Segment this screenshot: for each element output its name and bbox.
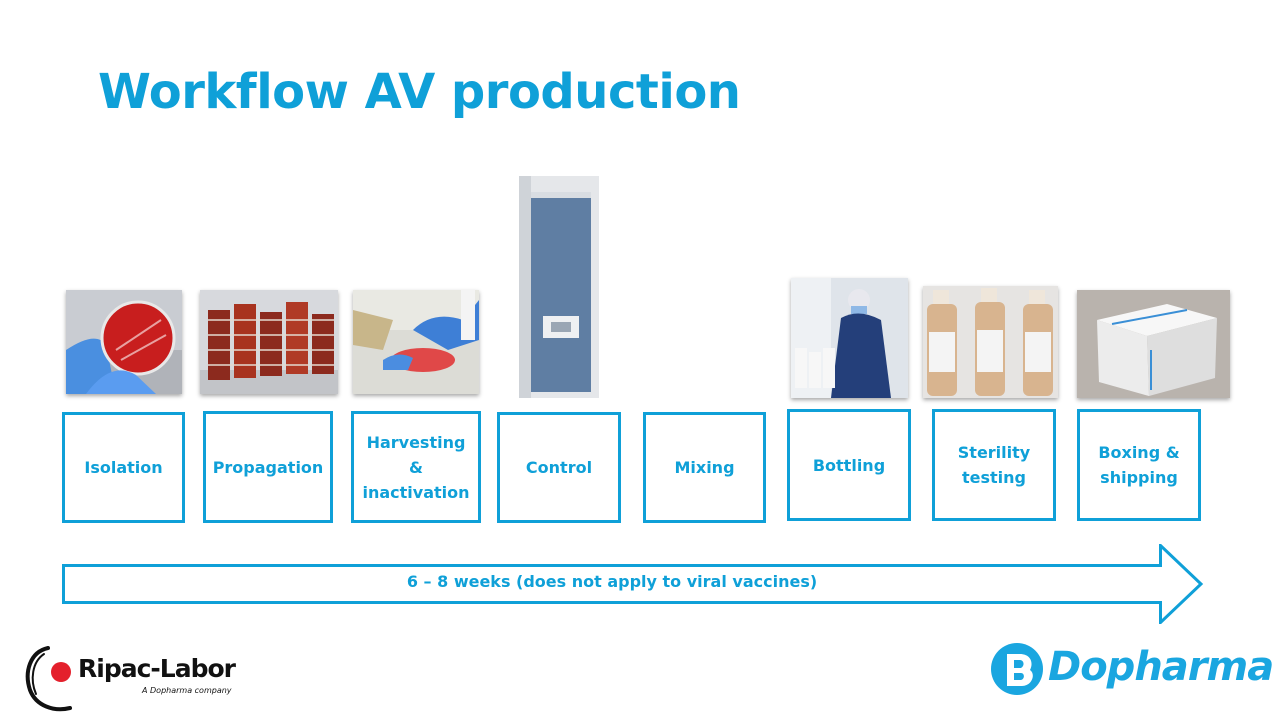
- step-label: Boxing & shipping: [1098, 443, 1180, 487]
- dopharma-logo: Dopharma: [990, 640, 1274, 700]
- photo-plate-stacks-propagation: [200, 290, 338, 394]
- step-box-isolation: Isolation: [62, 412, 185, 523]
- step-box-control: Control: [497, 412, 621, 523]
- step-box-sterility-testing: Sterility testing: [932, 409, 1056, 521]
- timeline-arrow: 6 – 8 weeks (does not apply to viral vac…: [62, 544, 1204, 624]
- step-box-propagation: Propagation: [203, 411, 333, 523]
- step-box-mixing: Mixing: [643, 412, 766, 523]
- photo-control-instrument: [517, 176, 601, 398]
- step-label: Isolation: [84, 458, 163, 477]
- step-label: Bottling: [812, 455, 886, 475]
- timeline-label: 6 – 8 weeks (does not apply to viral vac…: [406, 572, 818, 591]
- photo-harvesting-hands: [353, 290, 479, 394]
- photo-bottling-technician: [791, 278, 908, 398]
- step-label: Propagation: [212, 457, 324, 477]
- ripac-logo-tagline: A Dopharma company: [142, 686, 232, 695]
- step-label: Control: [525, 458, 593, 477]
- slide-title: Workflow AV production: [98, 64, 741, 120]
- ripac-labor-logo: Ripac-Labor A Dopharma company: [24, 644, 236, 714]
- dopharma-logo-name: Dopharma: [1048, 644, 1274, 690]
- step-label: Mixing: [674, 458, 735, 477]
- step-box-bottling: Bottling: [787, 409, 911, 521]
- step-label: Sterility testing: [957, 443, 1031, 487]
- photo-shipping-box: [1077, 290, 1230, 398]
- photo-petri-dish-isolation: [66, 290, 182, 394]
- step-box-harvesting: Harvesting & inactivation: [351, 411, 481, 523]
- ripac-logo-name: Ripac-Labor: [78, 654, 236, 683]
- step-label: Harvesting & inactivation: [362, 432, 470, 502]
- photo-sterility-bottles: [923, 286, 1058, 398]
- step-box-boxing-shipping: Boxing & shipping: [1077, 409, 1201, 521]
